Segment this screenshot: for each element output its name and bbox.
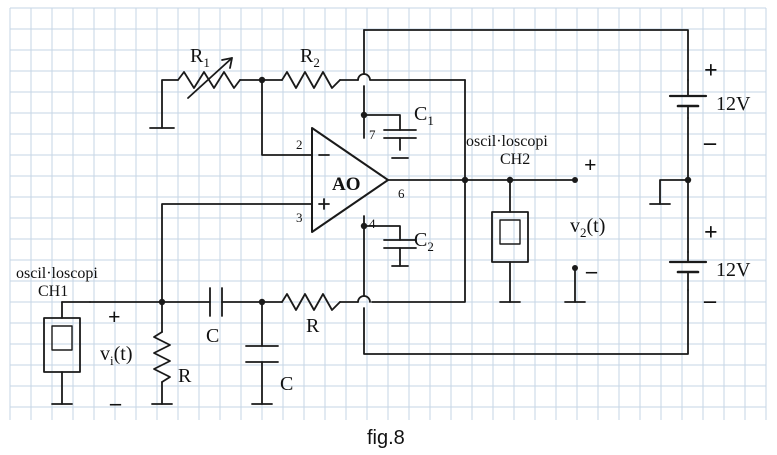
pin-7-label: 7: [369, 127, 376, 142]
junctions: [158, 76, 692, 306]
op-amp-label: AO: [332, 174, 361, 195]
label-r2: R2: [300, 45, 320, 70]
label-c-shunt: C: [280, 373, 293, 395]
capacitor-c1: [383, 129, 417, 139]
ch2-minus-terminal: [572, 265, 578, 271]
v2-minus: –: [585, 258, 598, 283]
battery-bottom-voltage: 12V: [716, 259, 751, 281]
pin-2-label: 2: [296, 137, 303, 152]
battery-bottom-minus: –: [703, 288, 717, 314]
battery-top-minus: –: [703, 130, 717, 156]
battery-bottom: [668, 251, 708, 291]
op-amp-plus-mark: [318, 198, 330, 210]
capacitor-c-shunt: [245, 345, 279, 363]
label-c2: C2: [414, 229, 434, 254]
resistor-r-shunt: [153, 331, 171, 383]
v2-plus: +: [584, 152, 597, 177]
op-amp-triangle: [311, 127, 389, 233]
oscilloscope-ch2-icon: [491, 211, 529, 263]
label-r-series: R: [306, 315, 320, 337]
wires: [51, 29, 689, 405]
label-c-series: C: [206, 325, 219, 347]
battery-top-voltage: 12V: [716, 93, 751, 115]
pin-4-label: 4: [369, 216, 376, 231]
scope-ch1-channel: CH1: [38, 283, 68, 300]
figure-caption: fig.8: [367, 427, 405, 449]
vi-label: vi(t): [100, 343, 133, 368]
label-r-shunt: R: [178, 365, 192, 387]
resistor-r1: [177, 57, 241, 99]
capacitor-c-series: [209, 287, 223, 317]
v2-label: v2(t): [570, 215, 605, 240]
label-c1: C1: [414, 103, 434, 128]
battery-top-plus: +: [704, 58, 718, 84]
vi-plus: +: [108, 304, 121, 329]
resistor-r2: [281, 71, 341, 89]
oscilloscope-ch1-icon: [43, 317, 81, 373]
capacitor-c2: [383, 239, 417, 249]
scope-ch1-name: oscil·loscopi: [16, 265, 98, 282]
vi-minus: –: [109, 390, 122, 415]
scope-ch2-channel: CH2: [500, 151, 530, 168]
label-r1: R1: [190, 45, 210, 70]
resistor-r-series: [281, 293, 341, 311]
pin-6-label: 6: [398, 186, 405, 201]
scope-ch2-name: oscil·loscopi: [466, 133, 548, 150]
graph-paper-grid: [9, 7, 767, 420]
battery-bottom-plus: +: [704, 220, 718, 246]
battery-top: [668, 79, 708, 119]
pin-3-label: 3: [296, 210, 303, 225]
ch2-plus-terminal: [572, 177, 578, 183]
